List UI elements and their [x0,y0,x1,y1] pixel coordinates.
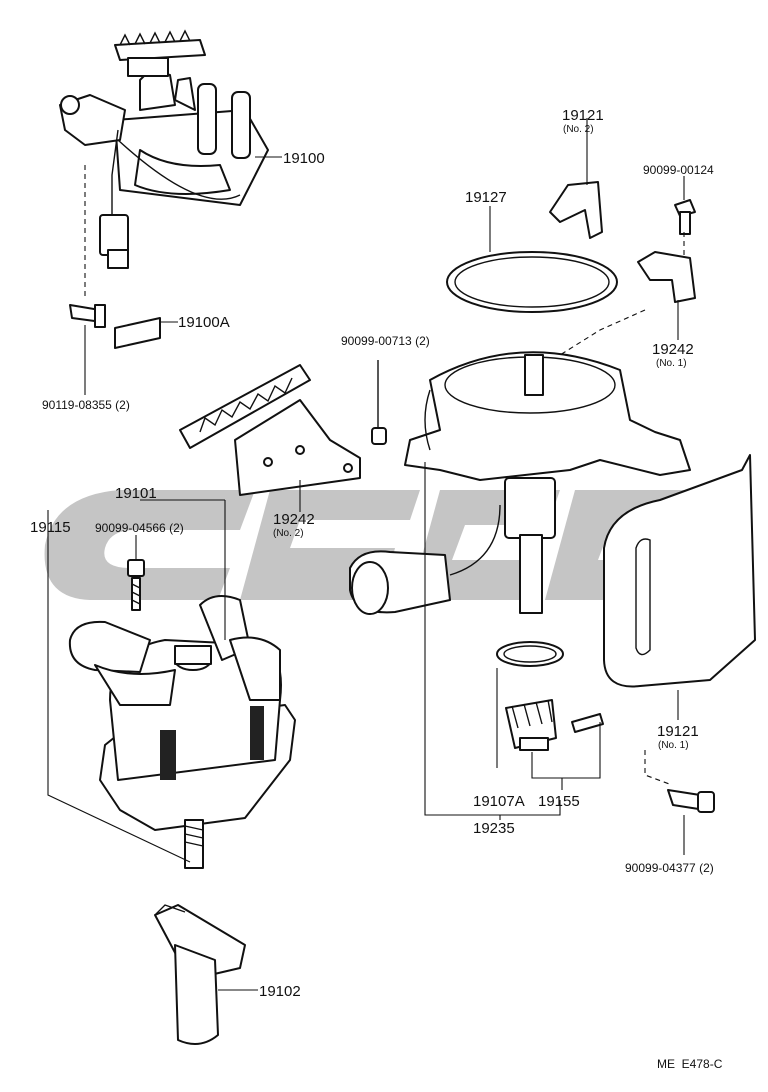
label-plate-19100a [114,317,161,349]
label-19242-no2-sub: (No. 2) [273,528,304,539]
label-19127: 19127 [465,189,507,206]
label-19102: 19102 [259,983,301,1000]
label-90099-04566: 90099-04566 (2) [95,521,184,535]
label-19121-no2: 19121 [562,107,604,124]
drive-gear-19155 [505,699,604,751]
distributor-housing [349,351,691,615]
label-19101: 19101 [115,485,157,502]
clip-19121-no2 [549,181,603,239]
screw-90099-00713-icon [371,360,387,445]
label-19100: 19100 [283,150,325,167]
label-19121-no2-sub: (No. 2) [563,124,594,135]
label-90099-04377: 90099-04377 (2) [625,861,714,875]
bolt-90119-icon [69,304,106,328]
spring-screw-icon [184,819,204,869]
label-19107a: 19107A [473,793,525,810]
label-19155: 19155 [538,793,580,810]
label-19121-no1-sub: (No. 1) [658,740,689,751]
bolt-90099-04377-icon [667,789,715,813]
rotor-19102 [154,904,246,1045]
distributor-assembly [59,29,269,269]
label-90099-00713: 90099-00713 (2) [341,334,430,348]
label-19242-no2: 19242 [273,511,315,528]
cap-screw-icon [127,559,145,611]
bolt-90099-00124-icon [674,199,696,235]
label-19242-no1-sub: (No. 1) [656,358,687,369]
clamp-19242-no1 [637,251,696,303]
oring-19127 [446,251,618,313]
bracket-19242-no2 [179,364,361,496]
cover-plate-19121-no1 [603,454,756,688]
label-19242-no1: 19242 [652,341,694,358]
label-19121-no1: 19121 [657,723,699,740]
distributor-cap-19101 [68,595,296,831]
label-19100a: 19100A [178,314,230,331]
footer-code: ME E478-C [657,1057,723,1071]
label-90099-00124: 90099-00124 [643,163,714,177]
label-90119-08355: 90119-08355 (2) [42,398,130,412]
label-19235: 19235 [473,820,515,837]
label-19115: 19115 [30,519,71,536]
leader-lines [47,118,685,991]
